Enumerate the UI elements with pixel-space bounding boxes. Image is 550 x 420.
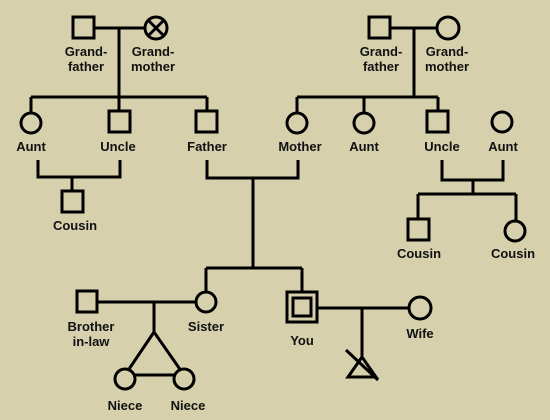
- couple-line-mat-uncle-aunt: [440, 160, 505, 182]
- label-pat-grandfather: Grand- father: [64, 44, 108, 74]
- label-wife: Wife: [406, 326, 434, 341]
- pat-grandfather-symbol: [71, 15, 96, 40]
- pat-uncle-symbol: [107, 109, 132, 134]
- label-father: Father: [187, 139, 227, 154]
- mat-aunt-symbol: [352, 111, 376, 135]
- niece-1-symbol: [113, 367, 137, 391]
- mat-cousin-2-symbol: [503, 219, 527, 243]
- label-you: You: [290, 333, 314, 348]
- mat-uncle-wife-symbol: [490, 110, 514, 134]
- person-symbols: [19, 15, 527, 391]
- sister-symbol: [194, 290, 218, 314]
- pregnancy-loss-symbol: [344, 348, 380, 382]
- mat-grandfather-symbol: [367, 15, 392, 40]
- couple-line-pat-aunt-uncle: [36, 160, 122, 179]
- you-symbol: [285, 290, 319, 324]
- label-mother: Mother: [278, 139, 322, 154]
- connector-lines: [29, 26, 518, 377]
- mat-grandmother-symbol: [435, 15, 461, 41]
- label-niece-2: Niece: [170, 398, 206, 413]
- label-pat-grandmother: Grand- mother: [130, 44, 176, 74]
- pat-grandmother-symbol: [143, 15, 169, 41]
- niece-2-symbol: [172, 367, 196, 391]
- label-pat-uncle: Uncle: [100, 139, 136, 154]
- label-mat-grandmother: Grand- mother: [424, 44, 470, 74]
- label-mat-cousin-1: Cousin: [396, 246, 442, 261]
- brother-in-law-symbol: [75, 289, 99, 314]
- label-mat-aunt: Aunt: [349, 139, 379, 154]
- mat-cousin-1-symbol: [406, 217, 431, 242]
- couple-line-parents: [205, 160, 300, 180]
- label-mat-cousin-2: Cousin: [490, 246, 536, 261]
- label-mat-grandfather: Grand- father: [359, 44, 403, 74]
- label-sister: Sister: [187, 319, 225, 334]
- label-mat-uncle: Uncle: [424, 139, 460, 154]
- label-pat-aunt: Aunt: [16, 139, 46, 154]
- label-mat-uncle-wife: Aunt: [488, 139, 518, 154]
- father-symbol: [194, 109, 219, 134]
- label-brother-in-law: Brother in-law: [67, 319, 115, 349]
- pat-aunt-symbol: [19, 111, 43, 135]
- label-pat-cousin: Cousin: [52, 218, 98, 233]
- pat-cousin-symbol: [60, 189, 85, 214]
- label-niece-1: Niece: [107, 398, 143, 413]
- mother-symbol: [285, 111, 309, 135]
- mat-uncle-symbol: [425, 109, 450, 134]
- twin-connector-nieces: [122, 329, 187, 377]
- wife-symbol: [407, 295, 433, 321]
